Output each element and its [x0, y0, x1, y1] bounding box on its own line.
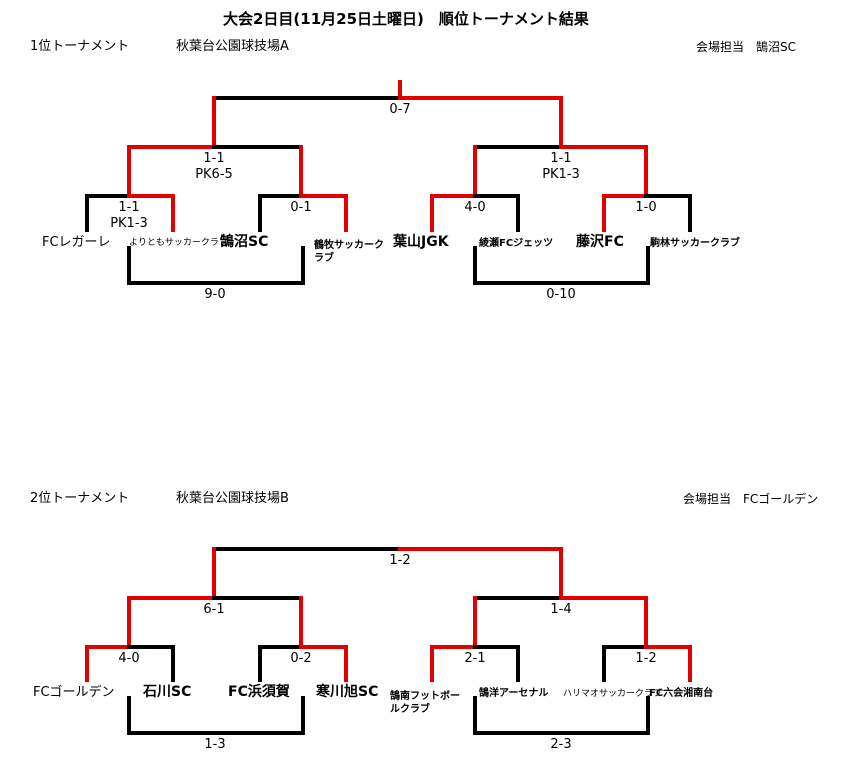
t1-team-4: 鶴牧サッカークラブ — [314, 240, 384, 264]
t1-team-2: よりともサッカークラブ — [129, 238, 228, 248]
t2-semi-left-score: 6-1 — [203, 602, 225, 617]
tournament-1-name: 1位トーナメント — [30, 39, 130, 54]
t2-team-6: 鵠洋アーセナル — [479, 688, 549, 699]
tournament-2-name: 2位トーナメント — [30, 491, 130, 506]
t2-final-score: 1-2 — [389, 553, 411, 568]
t2-third-right-score: 2-3 — [550, 737, 572, 752]
tournament-2-venue: 秋葉台公園球技場B — [176, 491, 289, 506]
tournament-2-staff: 会場担当 FCゴールデン — [683, 492, 819, 506]
t1-team-6: 綾瀬FCジェッツ — [479, 238, 554, 249]
t1-q1-score: 1-1 — [118, 200, 140, 215]
t2-q4-score: 1-2 — [635, 651, 657, 666]
t2-team-3: FC浜須賀 — [228, 684, 290, 700]
t1-q1-pk: PK1-3 — [110, 216, 148, 231]
t1-third-left-score: 9-0 — [204, 287, 226, 302]
t2-team-1: FCゴールデン — [33, 685, 115, 700]
t2-q2-score: 0-2 — [290, 651, 312, 666]
tournament-1-staff: 会場担当 鵠沼SC — [696, 40, 796, 54]
t2-team-5: 鵠南フットボールクラブ — [390, 691, 460, 715]
t1-third-right-score: 0-10 — [546, 287, 576, 302]
t1-q3-score: 4-0 — [464, 200, 486, 215]
t1-team-1: FCレガーレ — [42, 235, 111, 250]
t2-q1-score: 4-0 — [118, 651, 140, 666]
tournament-1-venue: 秋葉台公園球技場A — [176, 39, 289, 54]
t2-team-8: FC六会湘南台 — [649, 688, 714, 699]
t1-semi-left-score: 1-1 — [203, 151, 225, 166]
t2-team-4: 寒川旭SC — [316, 684, 379, 700]
t2-q3-score: 2-1 — [464, 651, 486, 666]
t1-team-3: 鵠沼SC — [220, 234, 269, 250]
t1-team-7: 藤沢FC — [576, 234, 624, 250]
t2-team-2: 石川SC — [143, 684, 192, 700]
t1-q2-score: 0-1 — [290, 200, 312, 215]
t2-third-left-score: 1-3 — [204, 737, 226, 752]
t1-final-score: 0-7 — [389, 102, 411, 117]
t1-team-5: 葉山JGK — [393, 234, 449, 250]
t2-team-7: ハリマオサッカークラブ — [563, 689, 663, 699]
t1-semi-left-pk: PK6-5 — [195, 167, 233, 182]
page-title: 大会2日目(11月25日土曜日) 順位トーナメント結果 — [223, 10, 589, 28]
t1-semi-right-score: 1-1 — [550, 151, 572, 166]
t1-team-8: 駒林サッカークラブ — [650, 238, 740, 249]
t2-semi-right-score: 1-4 — [550, 602, 572, 617]
t1-q4-score: 1-0 — [635, 200, 657, 215]
t1-semi-right-pk: PK1-3 — [542, 167, 580, 182]
